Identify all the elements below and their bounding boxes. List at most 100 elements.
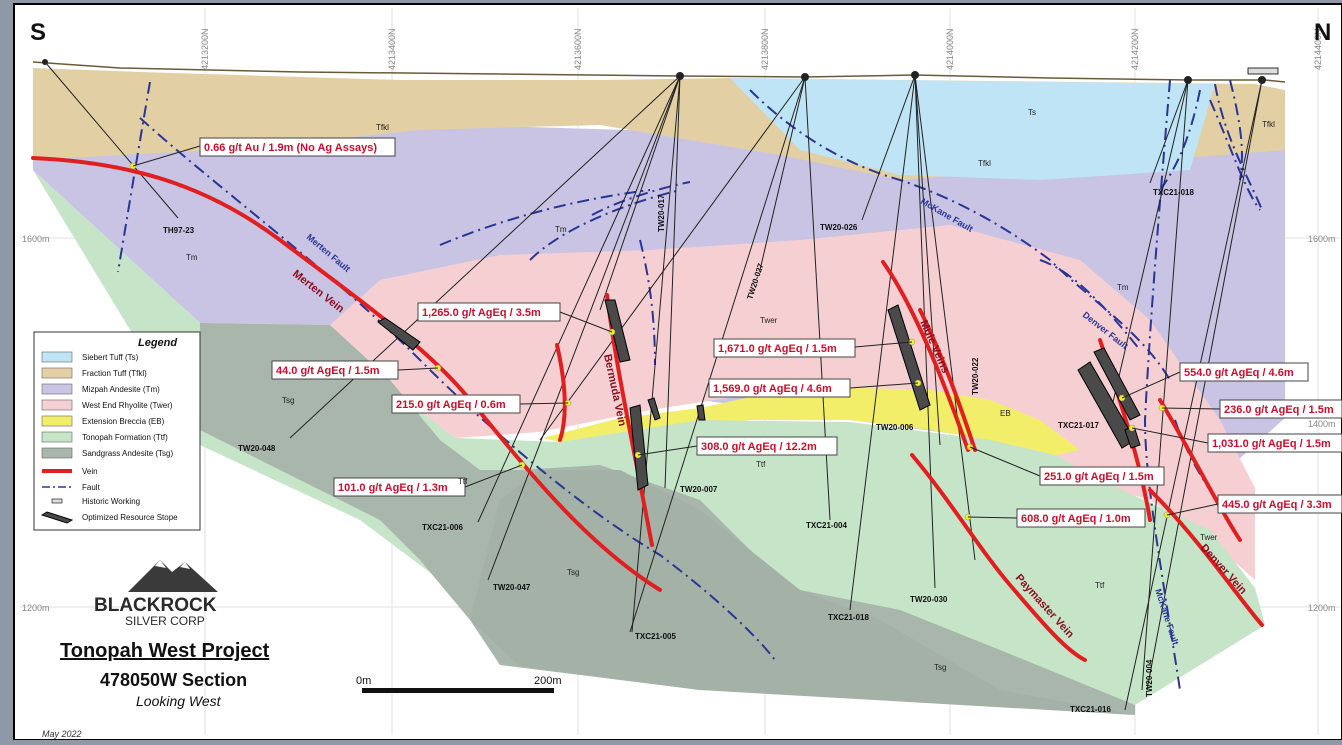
- optimized-stopes: [377, 299, 1141, 491]
- svg-text:Ttf: Ttf: [756, 460, 766, 469]
- legend-item-label: Siebert Tuff (Ts): [82, 353, 139, 362]
- svg-text:Twer: Twer: [1200, 533, 1218, 542]
- svg-text:Tsg: Tsg: [934, 663, 946, 672]
- legend-item-label: West End Rhyolite (Twer): [82, 401, 173, 410]
- svg-text:0m: 0m: [356, 675, 371, 687]
- elevation-label: 1600m: [22, 234, 50, 244]
- svg-text:Historic Working: Historic Working: [82, 497, 140, 506]
- hole-id: TW20-017: [657, 194, 666, 232]
- svg-text:Tm: Tm: [1117, 283, 1129, 292]
- legend-swatch: [41, 367, 73, 379]
- svg-text:4214200N: 4214200N: [1130, 28, 1140, 70]
- hole-id: TW20-026: [820, 223, 858, 232]
- unit-ts: [730, 78, 1215, 180]
- hole-id: TW20-006: [876, 423, 914, 432]
- intercept-label: 445.0 g/t AgEq / 3.3m: [1222, 499, 1332, 511]
- svg-text:Tsg: Tsg: [567, 568, 579, 577]
- intercept-label: 1,031.0 g/t AgEq / 1.5m: [1212, 438, 1331, 450]
- intercept-label: 1,569.0 g/t AgEq / 4.6m: [713, 383, 832, 395]
- direction-south: S: [30, 19, 46, 46]
- svg-text:Vein: Vein: [82, 467, 98, 476]
- svg-text:4214400N: 4214400N: [1313, 28, 1323, 70]
- svg-text:Twer: Twer: [760, 316, 778, 325]
- intercept-label: 308.0 g/t AgEq / 12.2m: [701, 441, 817, 453]
- legend-swatch: [41, 447, 73, 459]
- intercept-label: 215.0 g/t AgEq / 0.6m: [396, 399, 506, 411]
- svg-text:4214000N: 4214000N: [945, 28, 955, 70]
- svg-text:Fault: Fault: [82, 483, 101, 492]
- northing-labels: 4213200N 4213400N 4213600N 4213800N 4214…: [200, 28, 1323, 70]
- hole-id: TXC21-017: [1058, 421, 1099, 430]
- legend-item-label: Sandgrass Andesite (Tsg): [82, 449, 173, 458]
- legend-swatch: [41, 383, 73, 395]
- svg-text:Tm: Tm: [186, 253, 198, 262]
- elevation-label: 1400m: [1308, 419, 1336, 429]
- intercept-label: 44.0 g/t AgEq / 1.5m: [276, 365, 380, 377]
- hole-id: TXC21-018: [1153, 188, 1194, 197]
- elevation-label: 1200m: [1308, 603, 1336, 613]
- legend-item-label: Extension Breccia (EB): [82, 417, 165, 426]
- svg-text:Tfkl: Tfkl: [1262, 120, 1275, 129]
- svg-text:Ttf: Ttf: [1095, 581, 1105, 590]
- svg-text:Optimized Resource Stope: Optimized Resource Stope: [82, 513, 178, 522]
- svg-text:Ts: Ts: [1028, 108, 1036, 117]
- hole-id: TXC21-016: [1070, 705, 1111, 714]
- hole-id: TW20-048: [238, 444, 276, 453]
- hole-id: TXC21-018: [828, 613, 869, 622]
- hole-id: TXC21-006: [422, 523, 463, 532]
- svg-text:4213800N: 4213800N: [760, 28, 770, 70]
- legend-swatch: [41, 399, 73, 411]
- legend-item-label: Mizpah Andesite (Tm): [82, 385, 160, 394]
- svg-text:200m: 200m: [534, 675, 562, 687]
- legend-item-label: Tonopah Formation (Ttf): [82, 433, 168, 442]
- figure-date: May 2022: [42, 729, 82, 739]
- company-subname: SILVER CORP: [125, 614, 205, 628]
- unit-eb: [542, 388, 1080, 455]
- hole-id: TW20-007: [680, 485, 718, 494]
- elevation-label: 1200m: [22, 603, 50, 613]
- section-title: 478050W Section: [100, 670, 247, 690]
- legend: Legend Siebert Tuff (Ts)Fraction Tuff (T…: [33, 331, 201, 531]
- intercept-label: 1,671.0 g/t AgEq / 1.5m: [718, 343, 837, 355]
- svg-text:Tm: Tm: [555, 225, 567, 234]
- intercept-label: 251.0 g/t AgEq / 1.5m: [1044, 471, 1154, 483]
- hole-id: TW20-004: [1145, 659, 1154, 697]
- svg-text:Legend: Legend: [138, 337, 177, 349]
- svg-text:EB: EB: [1000, 409, 1011, 418]
- legend-swatch: [41, 431, 73, 443]
- collar-markers: [42, 59, 1266, 84]
- view-direction: Looking West: [136, 693, 222, 709]
- legend-swatch: [41, 351, 73, 363]
- company-name: BLACKROCK: [94, 595, 217, 616]
- direction-north: N: [1314, 19, 1331, 46]
- intercept-label: 101.0 g/t AgEq / 1.3m: [338, 482, 448, 494]
- company-logo-icon: [128, 560, 218, 592]
- scale-bar: 0m 200m: [356, 675, 562, 693]
- legend-swatch: [41, 415, 73, 427]
- intercept-label: 1,265.0 g/t AgEq / 3.5m: [422, 307, 541, 319]
- hole-id: TW20-022: [971, 357, 980, 395]
- intercept-label: 554.0 g/t AgEq / 4.6m: [1184, 367, 1294, 379]
- hole-id: TXC21-004: [806, 521, 847, 530]
- unit-tsg-center: [470, 470, 1135, 715]
- intercept-labels: 0.66 g/t Au / 1.9m (No Ag Assays) 1,265.…: [199, 137, 1342, 528]
- svg-text:Tfkl: Tfkl: [978, 159, 991, 168]
- historic-working-icon: [1247, 67, 1279, 75]
- svg-text:Ttf: Ttf: [458, 477, 468, 486]
- svg-text:Tfkl: Tfkl: [376, 123, 389, 132]
- leader-lines: [132, 145, 1221, 519]
- project-title: Tonopah West Project: [60, 640, 270, 662]
- intercept-label: 0.66 g/t Au / 1.9m (No Ag Assays): [204, 142, 377, 154]
- intercept-label: 608.0 g/t AgEq / 1.0m: [1021, 513, 1131, 525]
- svg-text:4213400N: 4213400N: [387, 28, 397, 70]
- svg-text:Tsg: Tsg: [282, 396, 294, 405]
- elevation-label: 1600m: [1308, 234, 1336, 244]
- svg-text:4213200N: 4213200N: [200, 28, 210, 70]
- unit-twer: [330, 225, 1255, 580]
- hole-id: TXC21-005: [635, 632, 676, 641]
- hole-id: TW20-030: [910, 595, 948, 604]
- unit-labels: Ts Tfkl Tfkl Tfkl Tm Tm Tm Twer Twer EB …: [186, 108, 1275, 672]
- drill-holes: [44, 61, 1263, 711]
- intercept-label: 236.0 g/t AgEq / 1.5m: [1224, 404, 1334, 416]
